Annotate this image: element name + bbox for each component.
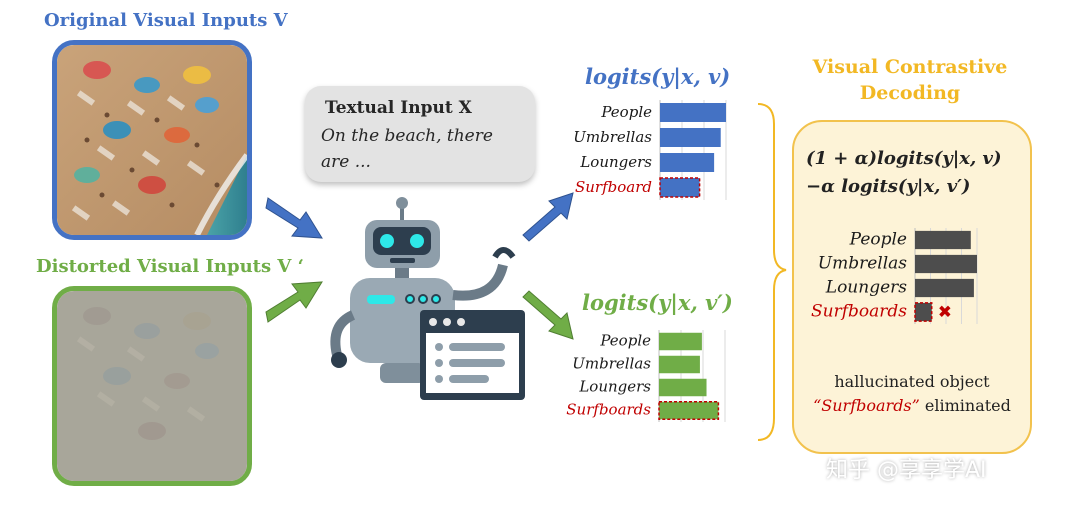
bar-label: People	[849, 229, 907, 249]
bar-label: Loungers	[825, 277, 907, 297]
robot-antenna	[396, 197, 408, 221]
green-output-arrow-icon	[522, 290, 574, 340]
vcd-note-line1: hallucinated object	[834, 372, 990, 391]
output-arrows	[522, 192, 574, 340]
bar	[915, 278, 974, 298]
green-arrow-icon	[265, 281, 323, 323]
bar	[659, 355, 700, 374]
bar-label: Umbrellas	[572, 355, 651, 373]
bar-label: Umbrellas	[573, 128, 652, 146]
bar	[659, 332, 702, 351]
blue-arrow-icon	[265, 197, 323, 239]
input-arrows	[265, 197, 323, 323]
vcd-panel: (1 + α)logits(y|x, v) −α logits(y|x, v′)…	[792, 120, 1032, 454]
robot-head	[365, 220, 440, 268]
bar	[660, 153, 715, 172]
bar	[914, 302, 933, 322]
bar	[659, 177, 701, 198]
bar	[915, 254, 977, 274]
robot-right-arm	[452, 247, 516, 301]
bar-label: People	[600, 103, 652, 121]
robot-left-arm	[330, 310, 356, 368]
textual-input-line2: are ...	[321, 152, 371, 172]
vcd-formula-line1: (1 + α)logits(y|x, v)	[806, 148, 1002, 169]
original-inputs-label: Original Visual Inputs V	[44, 10, 288, 31]
original-beach-image	[52, 40, 252, 240]
textual-input-title: Textual Input X	[325, 98, 472, 118]
curly-brace-icon	[757, 103, 787, 441]
logits-v-title: logits(y|x, v)	[585, 64, 731, 89]
bar-label: Loungers	[579, 153, 652, 171]
bar-label: Surfboards	[566, 401, 651, 419]
blue-output-arrow-icon	[522, 192, 574, 242]
bar	[658, 401, 720, 420]
textual-input-line1: On the beach, there	[321, 126, 493, 146]
bar	[660, 103, 726, 122]
bar-label: Surfboard	[575, 178, 652, 196]
bar-label: Loungers	[578, 378, 651, 396]
logits-vprime-title: logits(y|x, v′)	[582, 290, 733, 315]
textual-input-box: Textual Input X On the beach, there are …	[305, 86, 535, 182]
vcd-note-rest: eliminated	[919, 396, 1011, 415]
robot-illustration	[330, 197, 525, 400]
vcd-note-line2: “Surfboards” eliminated	[794, 396, 1030, 415]
bar-label: Umbrellas	[818, 253, 908, 273]
watermark: 知乎 @享享学AI	[826, 458, 987, 483]
distorted-beach-image	[52, 286, 252, 486]
distorted-inputs-label: Distorted Visual Inputs V ‘	[36, 256, 304, 277]
vcd-note-quote: “Surfboards”	[813, 396, 920, 415]
vcd-title-line2: Decoding	[859, 82, 961, 104]
bar-label: Surfboards	[811, 301, 907, 321]
bar-label: People	[599, 332, 651, 350]
robot-screen-icon	[420, 310, 525, 400]
eliminated-marker-icon: ✖	[938, 302, 952, 322]
vcd-formula-line2: −α logits(y|x, v′)	[806, 176, 971, 197]
bar	[915, 230, 971, 250]
vcd-title-line1: Visual Contrastive	[812, 56, 1008, 78]
bar	[660, 128, 721, 147]
bar	[659, 378, 707, 397]
